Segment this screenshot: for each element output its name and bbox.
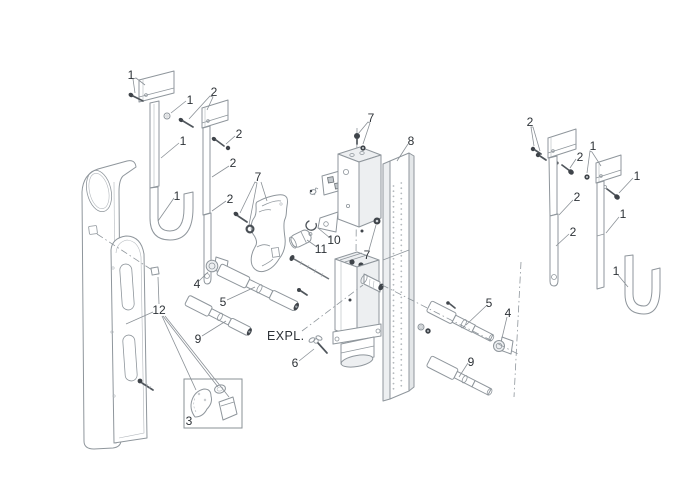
bushing-part4-right — [493, 336, 514, 355]
callout-part-1: 1 — [174, 189, 181, 203]
centerlines — [96, 233, 522, 398]
release-cover-part7 — [250, 194, 288, 273]
motor-front — [334, 258, 358, 339]
callout-part-1: 1 — [187, 93, 194, 107]
panel-slot — [122, 334, 138, 382]
box-bracket — [218, 396, 238, 421]
bracket-foot — [317, 211, 339, 233]
box-oval — [214, 384, 226, 394]
bracket2-screw — [178, 117, 194, 128]
bracket2-screw — [211, 136, 231, 151]
callout-part-1: 1 — [634, 169, 641, 183]
callout-part-4: 4 — [194, 277, 201, 291]
callout-part-2: 2 — [574, 190, 581, 204]
callout-part-7: 7 — [364, 248, 371, 262]
leader-lines — [125, 77, 634, 398]
callout-part-7: 7 — [255, 170, 262, 184]
bracket-front-face — [337, 153, 360, 228]
callout-part-5: 5 — [220, 295, 227, 309]
cover-screw — [137, 378, 154, 391]
motor-shaft — [360, 273, 384, 293]
long-screw — [289, 255, 330, 280]
bracket2R-screw — [561, 164, 574, 175]
gearbox-flange — [332, 323, 382, 345]
bracket1-hook — [149, 186, 194, 241]
bracket2R-bar — [548, 155, 558, 217]
callout-part-1: 1 — [613, 264, 620, 278]
cube-fastener-part12 — [150, 266, 160, 276]
callout-part-9: 9 — [468, 355, 475, 369]
bracket1R-screw — [603, 185, 620, 200]
callout-part-4: 4 — [505, 306, 512, 320]
washers — [417, 323, 431, 334]
bracket1R-plate — [595, 154, 622, 184]
mounting-bracket-1-right — [584, 154, 661, 315]
bracket1-plate — [138, 70, 175, 103]
pin-part5-left — [216, 263, 299, 312]
capacitor-part11 — [288, 229, 313, 249]
bracket1-nut — [163, 112, 171, 120]
bracket2R-plate — [547, 128, 577, 159]
callout-part-9: 9 — [195, 332, 202, 346]
bracket1R-hook — [624, 254, 661, 315]
callout-part-2: 2 — [236, 127, 243, 141]
washer-nut — [360, 145, 366, 151]
callout-part-2: 2 — [227, 192, 234, 206]
callout-part-2: 2 — [570, 225, 577, 239]
mounting-bracket-1-left — [128, 70, 194, 241]
callout-part-5: 5 — [486, 296, 493, 310]
callout-part-1: 1 — [180, 134, 187, 148]
callout-part-2: 2 — [211, 85, 218, 99]
callout-part-1: 1 — [590, 139, 597, 153]
rail-part8 — [382, 152, 415, 402]
release-key-part6 — [308, 335, 328, 354]
bracket2-bar — [202, 125, 211, 216]
pin-part5-right — [426, 300, 495, 342]
motor-bracket-part7 — [317, 127, 382, 257]
rail-perforations — [392, 182, 403, 390]
callout-part-11: 11 — [315, 242, 328, 256]
callout-part-1: 1 — [620, 207, 627, 221]
callout-part-8: 8 — [408, 134, 415, 148]
small-screw — [297, 288, 308, 296]
callout-part-3: 3 — [186, 414, 193, 428]
bracket-side-face — [358, 154, 382, 228]
panel-slot — [119, 263, 135, 311]
box-pouch — [190, 388, 212, 418]
pin5-screw — [446, 301, 456, 309]
callout-part-2: 2 — [230, 156, 237, 170]
mounting-bracket-2-left — [178, 99, 231, 285]
callout-part-2: 2 — [527, 115, 534, 129]
mounting-bracket-2-right — [530, 128, 577, 287]
cover-fixing-hole — [88, 225, 98, 235]
callout-part-10: 10 — [327, 233, 341, 247]
callout-part-2: 2 — [577, 150, 584, 164]
expl-label: EXPL. — [267, 329, 304, 343]
shell-screw — [233, 211, 248, 223]
clip-part10 — [305, 220, 318, 231]
door-panel — [110, 235, 148, 444]
pin-part9-right — [426, 355, 493, 396]
cap-nut — [354, 133, 360, 145]
gearmotor — [332, 251, 384, 368]
shell-nut — [245, 224, 255, 234]
callout-part-1: 1 — [128, 68, 135, 82]
bracket1-bar — [149, 100, 160, 189]
bracket1-screw — [128, 92, 144, 102]
bracket2R-screws — [530, 146, 547, 161]
accessories-box-part3 — [183, 378, 243, 429]
callout-part-7: 7 — [368, 111, 375, 125]
callout-part-12: 12 — [152, 303, 166, 317]
bracket2-plate — [201, 99, 229, 129]
callout-part-6: 6 — [292, 356, 299, 370]
